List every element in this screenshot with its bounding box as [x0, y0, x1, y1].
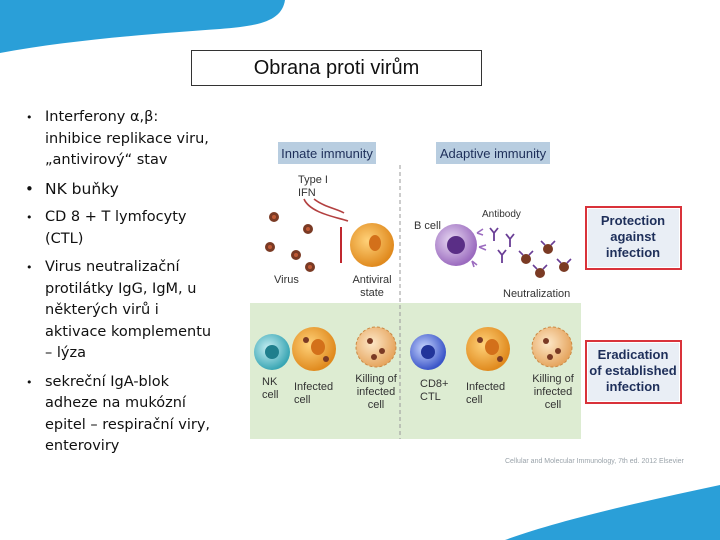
svg-text:Adaptive immunity: Adaptive immunity [440, 146, 547, 161]
killed-cell-1 [355, 326, 397, 368]
bullet-dot: • [26, 211, 33, 224]
antibody-label: Antibody [482, 209, 521, 220]
infected-cell-1 [292, 327, 336, 371]
bullet-item: • sekreční IgA-blok adheze na mukózní epite… [20, 372, 220, 458]
bullet-line: adheze na mukózní [45, 395, 186, 411]
bullet-line: některých virů i [45, 302, 159, 318]
virus-label: Virus [274, 274, 299, 286]
bullet-line: Interferony α,β: [45, 109, 159, 125]
cd8-ctl-label: CD8+CTL [420, 378, 448, 403]
bullet-line: sekreční IgA-blok [45, 373, 170, 390]
immunity-diagram: Innate immunity Adaptive immunity Type I… [250, 142, 682, 439]
b-cell [435, 224, 487, 268]
bullet-line: NK buňky [45, 179, 119, 198]
bullet-line: aktivace komplementu [45, 323, 212, 340]
virus-particles-top [265, 212, 315, 272]
bullet-line: inhibice replikace viru, [45, 130, 209, 147]
neutralized-viruses [518, 240, 572, 278]
figure-credit: Cellular and Molecular Immunology, 7th e… [505, 458, 684, 465]
bullet-line: epitel – respirační viry, [45, 416, 211, 433]
innate-immunity-header: Innate immunity [278, 142, 376, 164]
ifn-arrow [303, 198, 349, 263]
antiviral-state-cell [350, 223, 394, 267]
infected-cell-2 [466, 327, 510, 371]
bullet-dot: • [25, 179, 34, 198]
killed-cell-2 [531, 326, 573, 368]
bullet-line: „antivirový“ stav [45, 152, 168, 168]
cell-killing-panel [250, 303, 581, 439]
bullet-list: • Interferony α,β: inhibice replikace viru… [20, 107, 220, 465]
bullet-item: • Virus neutralizační protilátky IgG, IgM,… [20, 257, 220, 365]
cd8-ctl-cell [410, 334, 446, 370]
bullet-dot: • [26, 111, 33, 124]
bullet-line: enteroviry [45, 438, 120, 454]
bullet-dot: • [26, 261, 33, 274]
bullet-dot: • [26, 375, 33, 389]
top-wave-decoration [0, 0, 285, 53]
b-cell-label: B cell [414, 220, 441, 232]
neutralization-label: Neutralization [503, 288, 570, 300]
slide-title: Obrana proti virům [191, 50, 482, 86]
bullet-item: • CD 8 + T lymfocyty (CTL) [20, 207, 220, 250]
bullet-line: Virus neutralizační [45, 259, 180, 275]
bullet-line: – lýza [45, 345, 86, 361]
bullet-line: CD 8 + T lymfocyty [45, 209, 187, 225]
antibodies [489, 227, 515, 263]
svg-text:Innate immunity: Innate immunity [281, 146, 373, 161]
bullet-line: (CTL) [45, 230, 84, 247]
adaptive-immunity-header: Adaptive immunity [436, 142, 550, 164]
nk-cell [254, 334, 290, 370]
bottom-wave-decoration [505, 485, 720, 540]
bullet-item: • NK buňky [20, 179, 220, 201]
bullet-line: protilátky IgG, IgM, u [45, 280, 197, 297]
bullet-item: • Interferony α,β: inhibice replikace viru… [20, 107, 220, 172]
